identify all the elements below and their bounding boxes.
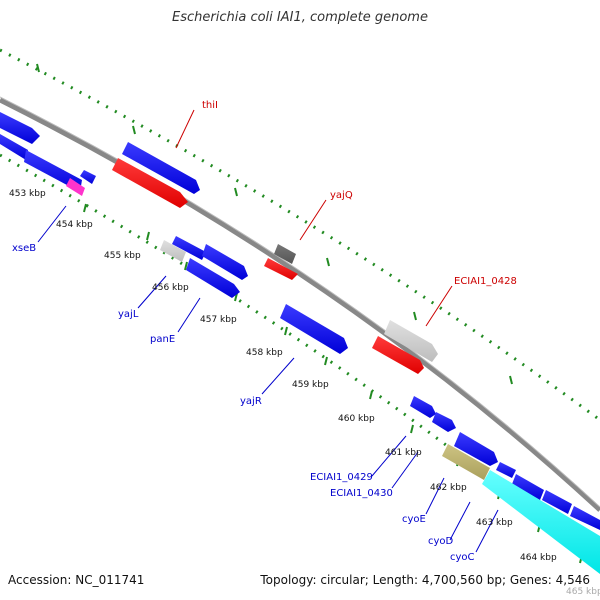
gene-cyoE-block[interactable] [442,444,490,480]
gene-label-panE[interactable]: panE [150,334,175,345]
inner-major-ticks [60,169,583,564]
kbp-label: 459 kbp [292,380,329,390]
gene-block[interactable] [0,134,28,160]
kbp-label: 456 kbp [152,283,189,293]
gene-label-yajL[interactable]: yajL [118,309,139,320]
gene-label-ECIAI1_0429[interactable]: ECIAI1_0429 [310,472,373,483]
gene-ECIAI1_0428-block-grey[interactable] [384,320,438,362]
kbp-label: 458 kbp [246,348,283,358]
gene-block[interactable] [172,236,206,260]
kbp-label: 455 kbp [104,251,141,261]
gene-block[interactable] [496,462,516,478]
map-title: Escherichia coli IAI1, complete genome [172,10,428,25]
label-leader-lines [37,109,499,553]
gene-panE-block[interactable] [186,258,240,298]
gene-yajL-block[interactable] [160,240,186,262]
gene-block[interactable] [24,150,82,192]
inner-tick-arc [0,153,600,572]
gene-ECIAI1_0428-block[interactable] [372,336,424,374]
gene-block-red[interactable] [112,158,188,208]
gene-blocks [0,112,600,574]
gene-block[interactable] [570,506,600,530]
kbp-label: 460 kbp [338,414,375,424]
gene-label-ECIAI1_0428[interactable]: ECIAI1_0428 [454,276,517,287]
kbp-label: 462 kbp [430,483,467,493]
kbp-label: 461 kbp [385,448,422,458]
gene-block[interactable] [542,490,572,514]
kbp-label: 465 kbp [566,587,600,597]
gene-yajR-block[interactable] [280,304,348,354]
kbp-label: 457 kbp [200,315,237,325]
gene-yajQ-block[interactable] [264,258,298,280]
gene-label-yajQ[interactable]: yajQ [330,190,353,201]
gene-labels: thiI yajQ ECIAI1_0428 xseB yajL panE yaj… [12,100,517,563]
gene-yajQ-block-grey[interactable] [274,244,296,264]
genome-backbone-highlight [0,96,600,508]
kbp-label: 464 kbp [520,553,557,563]
outer-tick-arc [0,48,600,422]
gene-label-cyoC[interactable]: cyoC [450,552,475,563]
gene-label-xseB[interactable]: xseB [12,243,36,254]
gene-block-magenta[interactable] [66,178,85,196]
gene-label-cyoD[interactable]: cyoD [428,536,454,547]
kbp-label: 453 kbp [9,189,46,199]
kbp-label: 463 kbp [476,518,513,528]
gene-thiI-block[interactable] [122,142,200,194]
gene-block[interactable] [0,112,40,144]
kbp-label: 454 kbp [56,220,93,230]
gene-block[interactable] [80,170,96,184]
gene-label-ECIAI1_0430[interactable]: ECIAI1_0430 [330,488,393,499]
gene-label-thiI[interactable]: thiI [202,100,218,111]
accession-text: Accession: NC_011741 [8,573,145,587]
gene-cyo-block-cyan[interactable] [482,470,600,574]
gene-block[interactable] [202,244,248,280]
gene-ECIAI1_0429-block[interactable] [410,396,436,418]
gene-ECIAI1_0430-block[interactable] [432,412,456,432]
gene-label-cyoE[interactable]: cyoE [402,514,426,525]
gene-block[interactable] [454,432,498,466]
gene-label-yajR[interactable]: yajR [240,396,262,407]
genome-summary-text: Topology: circular; Length: 4,700,560 bp… [260,573,590,587]
gene-block[interactable] [512,474,544,500]
kbp-tick-labels: 453 kbp 454 kbp 455 kbp 456 kbp 457 kbp … [9,189,600,597]
outer-major-ticks [36,63,513,385]
genome-backbone [0,97,600,512]
